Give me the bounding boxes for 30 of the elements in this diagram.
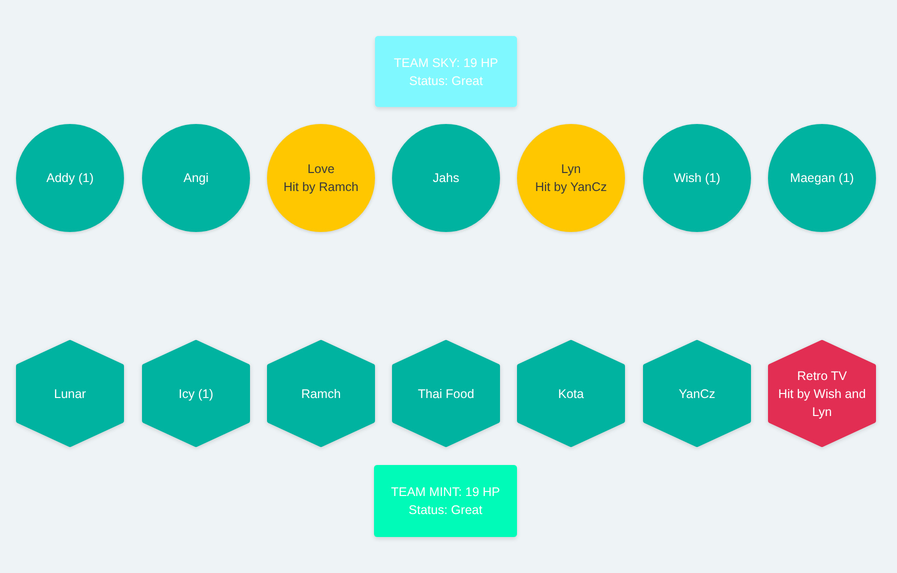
player-name: Wish (1): [674, 170, 720, 187]
player-name: Lunar: [54, 386, 86, 402]
player-name: Angi: [183, 170, 209, 187]
player-name: YanCz: [678, 386, 716, 402]
player-name: Addy (1): [46, 170, 94, 187]
hit-note: Hit by Ramch: [283, 179, 359, 196]
hexagon-node: [643, 340, 751, 447]
hexagon-node: [768, 340, 876, 447]
player-name: Icy (1): [178, 386, 214, 402]
hexagon-node: [142, 340, 250, 447]
hexagon-node: [392, 340, 500, 447]
player-name: Thai Food: [418, 386, 474, 402]
hit-note: Hit by Wish and Lyn: [777, 386, 867, 420]
team-score: TEAM SKY: 19 HP: [394, 54, 498, 72]
team-status: Status: Great: [409, 72, 483, 90]
team-score: TEAM MINT: 19 HP: [390, 484, 500, 501]
player-name: Ramch: [301, 386, 341, 402]
team-status: Status: Great: [408, 502, 482, 519]
team-card: [375, 36, 517, 107]
team-card: [374, 465, 517, 537]
player-name: Lyn: [561, 161, 581, 178]
player-name: Love: [307, 161, 335, 178]
hit-note: Hit by YanCz: [535, 179, 607, 196]
player-name: Retro TV: [797, 368, 847, 384]
hexagon-node: [267, 340, 375, 447]
player-name: Jahs: [432, 170, 460, 187]
player-name: Maegan (1): [790, 170, 854, 187]
player-name: Kota: [558, 386, 584, 402]
hexagon-node: [16, 340, 124, 447]
hexagon-node: [517, 340, 625, 447]
